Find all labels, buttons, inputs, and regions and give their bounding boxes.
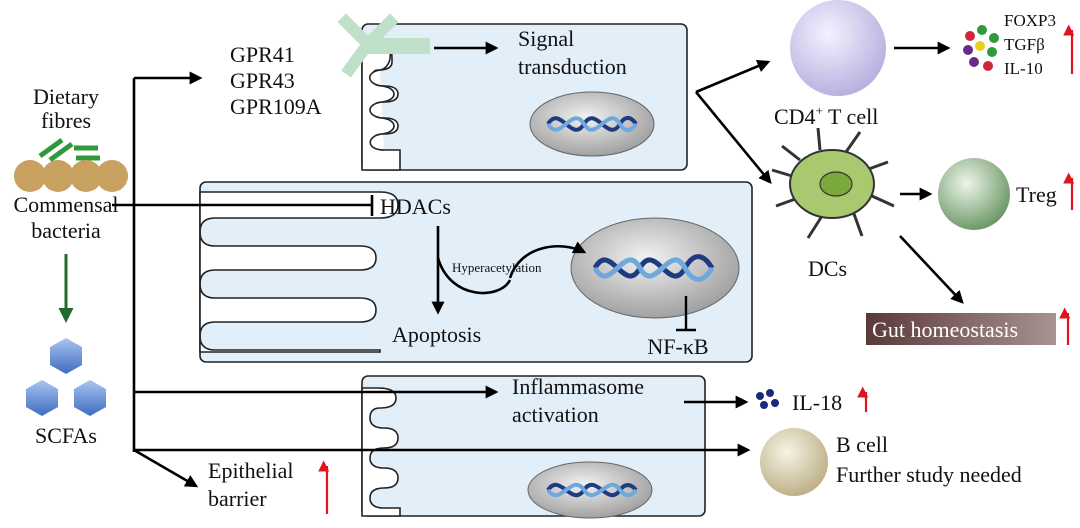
- dcs-label: DCs: [808, 256, 847, 281]
- inflammasome-label-1: Inflammasome: [512, 374, 644, 399]
- signal-to-dc-arrow: [694, 91, 772, 185]
- dietary-fibres-label-1: Dietary: [33, 84, 99, 109]
- receptor-gpr43: GPR43: [230, 68, 295, 93]
- gpr-receptor-icon: [337, 13, 430, 78]
- scfas-label: SCFAs: [35, 423, 97, 448]
- scfa-pathway-lines: [112, 71, 751, 488]
- b-cell-icon: [760, 428, 828, 496]
- treg-cell-icon: [938, 158, 1010, 230]
- dietary-fibres-label-2: fibres: [41, 108, 91, 133]
- epithelial-barrier-label-2: barrier: [208, 486, 267, 511]
- gut-homeostasis-box: [866, 313, 1056, 345]
- dna-icon-top: [546, 116, 638, 132]
- b-cell-label: B cell: [836, 432, 888, 457]
- nucleus-bottom: [527, 461, 653, 519]
- cytokine-il10: IL-10: [1004, 59, 1043, 78]
- receptor-gpr109a: GPR109A: [230, 94, 322, 119]
- signal-to-cd4-arrow: [695, 60, 771, 94]
- dna-icon-bottom: [546, 482, 638, 498]
- cytokine-tgfb: TGFβ: [1004, 35, 1045, 54]
- cd4-t-cell-icon: [790, 0, 886, 96]
- apoptosis-label: Apoptosis: [392, 322, 481, 347]
- hyperacetylation-label: Hyperacetylation: [452, 260, 542, 275]
- inflammasome-label-2: activation: [512, 402, 599, 427]
- gut-homeostasis-label: Gut homeostasis: [872, 317, 1018, 342]
- cytokine-foxp3: FOXP3: [1004, 11, 1056, 30]
- bacteria-icon: [14, 160, 128, 192]
- hdacs-label: HDACs: [380, 194, 451, 219]
- treg-label: Treg: [1016, 182, 1057, 207]
- nucleus-middle: [570, 217, 740, 319]
- commensal-label-1: Commensal: [13, 192, 118, 217]
- receptor-gpr41: GPR41: [230, 42, 295, 67]
- nucleus-top: [529, 91, 655, 157]
- dna-icon-middle: [592, 254, 715, 282]
- b-cell-note: Further study needed: [836, 462, 1022, 487]
- cytokine-dots-icon: [963, 25, 999, 71]
- epithelial-barrier-label-1: Epithelial: [208, 458, 294, 483]
- fibre-icon: [38, 137, 100, 163]
- signal-label-1: Signal: [518, 26, 574, 51]
- hyperacetylation-curve: [436, 257, 512, 295]
- il18-dots-icon: [756, 389, 779, 409]
- commensal-label-2: bacteria: [31, 218, 101, 243]
- cd4-t-cell-label: CD4+ T cell: [774, 103, 878, 129]
- nfkb-label: NF-κB: [647, 334, 708, 359]
- scfa-hexagon-icon: [26, 338, 106, 416]
- dendritic-cell-icon: [771, 127, 895, 239]
- dc-to-homeostasis-arrow: [899, 235, 964, 304]
- il18-label: IL-18: [792, 390, 842, 415]
- signal-label-2: transduction: [518, 54, 627, 79]
